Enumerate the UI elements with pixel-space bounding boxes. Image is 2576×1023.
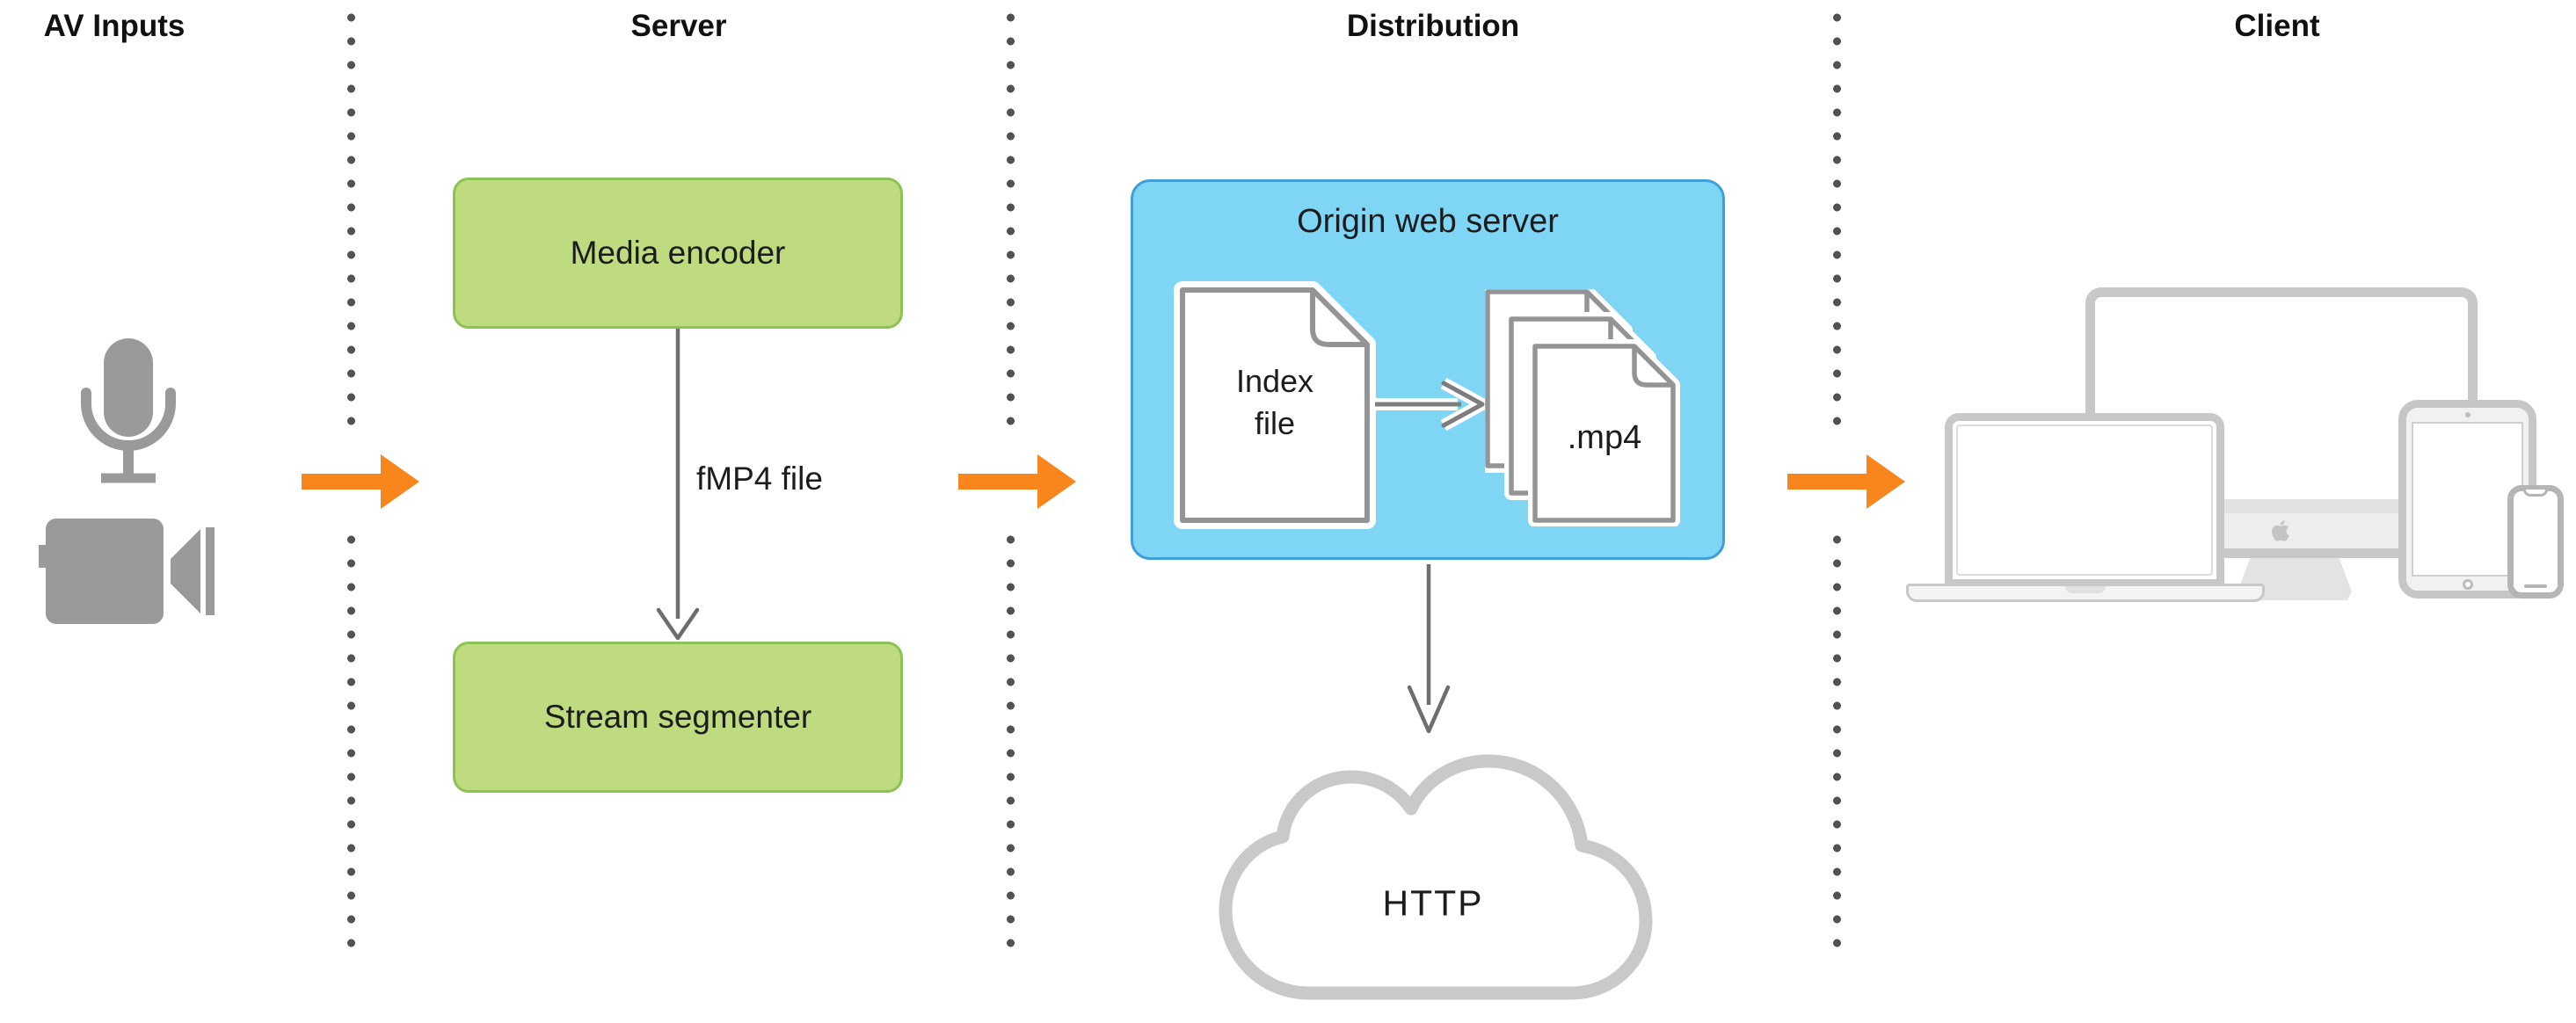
laptop-notch	[2065, 586, 2106, 593]
laptop-screen	[1956, 424, 2213, 576]
column-header-av-inputs: AV Inputs	[43, 9, 186, 43]
document-icon	[1174, 281, 1376, 529]
column-header-server: Server	[630, 9, 727, 43]
arrow-right-icon	[1375, 377, 1488, 432]
stream-segmenter-label: Stream segmenter	[543, 699, 812, 735]
stream-segmenter-box: Stream segmenter	[453, 642, 903, 793]
arrow-down-icon	[1407, 564, 1451, 734]
media-encoder-box: Media encoder	[453, 178, 903, 329]
http-cloud-label: HTTP	[1382, 882, 1484, 924]
cloud-icon	[1219, 754, 1653, 1000]
index-file-label: Index file	[1235, 363, 1314, 441]
apple-logo-icon	[2272, 520, 2289, 541]
flow-arrow-icon	[302, 453, 421, 511]
media-encoder-label: Media encoder	[570, 235, 786, 271]
mp4-segments-label: .mp4	[1567, 419, 1642, 456]
laptop-base	[1906, 584, 2265, 602]
tablet-camera-dot	[2464, 412, 2470, 417]
tablet-home-button	[2462, 579, 2473, 590]
column-header-distribution: Distribution	[1346, 9, 1520, 43]
fmp4-file-label: fMP4 file	[696, 461, 823, 497]
flow-arrow-icon	[1787, 453, 1907, 511]
column-header-client: Client	[2234, 9, 2320, 43]
document-stack-icon	[1485, 289, 1680, 526]
flow-arrow-icon	[958, 453, 1078, 511]
phone-notch	[2523, 490, 2548, 497]
phone-home-indicator	[2524, 584, 2547, 588]
video-camera-icon	[39, 519, 215, 624]
phone-icon	[2507, 485, 2564, 599]
origin-web-server-title: Origin web server	[1297, 203, 1559, 240]
arrow-down-icon	[656, 329, 700, 641]
tablet-screen	[2412, 422, 2523, 577]
laptop-icon	[1945, 413, 2224, 587]
microphone-icon	[81, 338, 176, 483]
